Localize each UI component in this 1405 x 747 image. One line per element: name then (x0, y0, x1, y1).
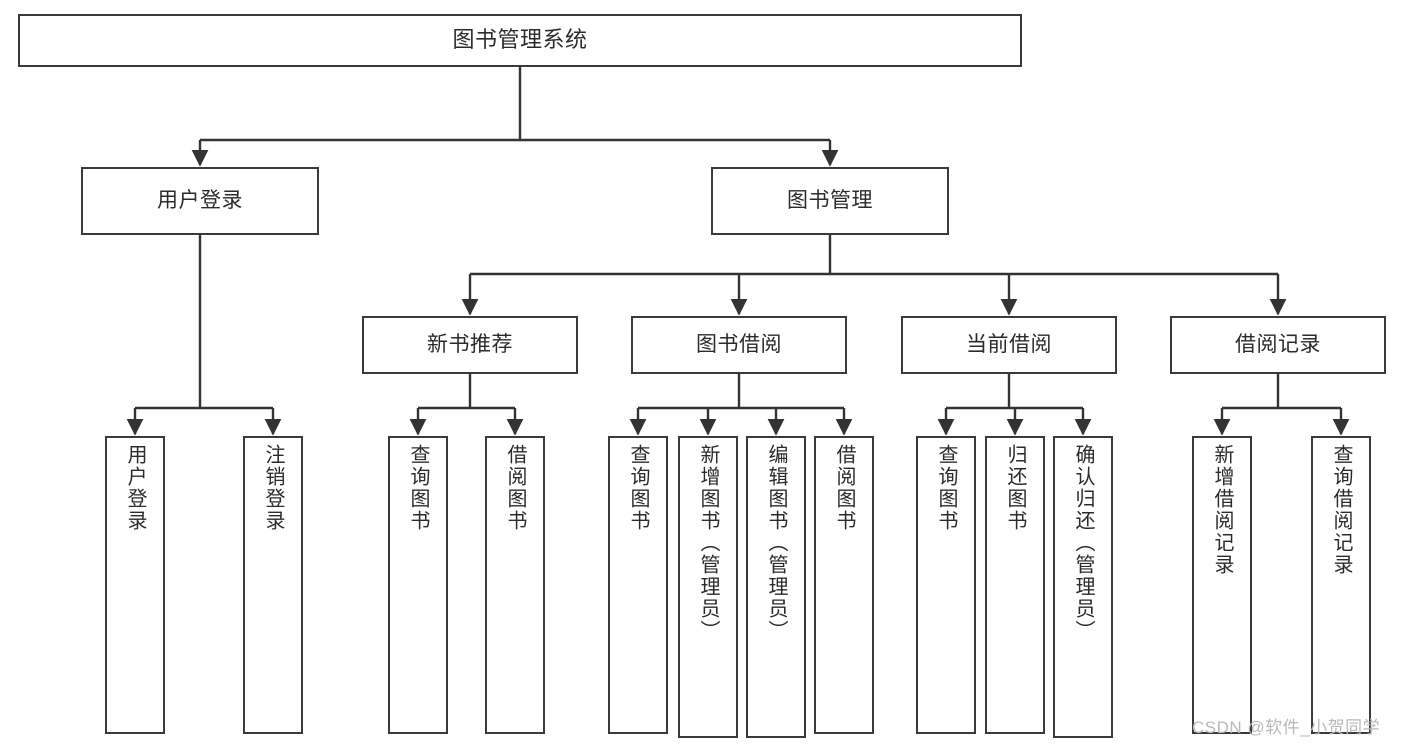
leaf-node-1-label: 用户登录 (124, 444, 146, 532)
leaf-node-5[interactable]: 查询图书 (608, 436, 668, 734)
leaf-node-11[interactable]: 确认归还（管理员） (1053, 436, 1113, 738)
level2-node-1-label: 用户登录 (157, 189, 243, 213)
level3-node-2[interactable]: 图书借阅 (631, 316, 847, 374)
leaf-node-1[interactable]: 用户登录 (105, 436, 165, 734)
leaf-node-3-label: 查询图书 (407, 444, 429, 532)
leaf-node-9[interactable]: 查询图书 (916, 436, 976, 734)
leaf-node-3[interactable]: 查询图书 (388, 436, 448, 734)
level3-node-3-label: 当前借阅 (966, 333, 1052, 357)
level2-node-2[interactable]: 图书管理 (711, 167, 949, 235)
leaf-node-12[interactable]: 新增借阅记录 (1192, 436, 1252, 734)
leaf-node-4[interactable]: 借阅图书 (485, 436, 545, 734)
leaf-node-7[interactable]: 编辑图书（管理员） (746, 436, 806, 738)
leaf-node-6-label: 新增图书（管理员） (697, 444, 719, 642)
leaf-node-7-label: 编辑图书（管理员） (765, 444, 787, 642)
leaf-node-10[interactable]: 归还图书 (985, 436, 1045, 734)
leaf-node-12-label: 新增借阅记录 (1211, 444, 1233, 576)
csdn-watermark: CSDN @软件_小贺同学 (1192, 718, 1381, 737)
level3-node-2-label: 图书借阅 (696, 333, 782, 357)
leaf-node-9-label: 查询图书 (935, 444, 957, 532)
level2-node-2-label: 图书管理 (787, 189, 873, 213)
leaf-node-13[interactable]: 查询借阅记录 (1311, 436, 1371, 734)
leaf-node-8[interactable]: 借阅图书 (814, 436, 874, 734)
level2-node-1[interactable]: 用户登录 (81, 167, 319, 235)
leaf-node-10-label: 归还图书 (1004, 444, 1026, 532)
leaf-node-4-label: 借阅图书 (504, 444, 526, 532)
leaf-node-11-label: 确认归还（管理员） (1072, 444, 1094, 642)
level3-node-1-label: 新书推荐 (427, 333, 513, 357)
leaf-node-2-label: 注销登录 (262, 444, 284, 532)
leaf-node-5-label: 查询图书 (627, 444, 649, 532)
leaf-node-13-label: 查询借阅记录 (1330, 444, 1352, 576)
leaf-node-2[interactable]: 注销登录 (243, 436, 303, 734)
level3-node-4[interactable]: 借阅记录 (1170, 316, 1386, 374)
root-node-book-management-system-label: 图书管理系统 (452, 27, 588, 53)
connector-lines (126, 67, 1350, 436)
level3-node-4-label: 借阅记录 (1235, 333, 1321, 357)
level3-node-1[interactable]: 新书推荐 (362, 316, 578, 374)
leaf-node-6[interactable]: 新增图书（管理员） (678, 436, 738, 738)
level3-node-3[interactable]: 当前借阅 (901, 316, 1117, 374)
root-node-book-management-system[interactable]: 图书管理系统 (18, 14, 1022, 67)
leaf-node-8-label: 借阅图书 (833, 444, 855, 532)
